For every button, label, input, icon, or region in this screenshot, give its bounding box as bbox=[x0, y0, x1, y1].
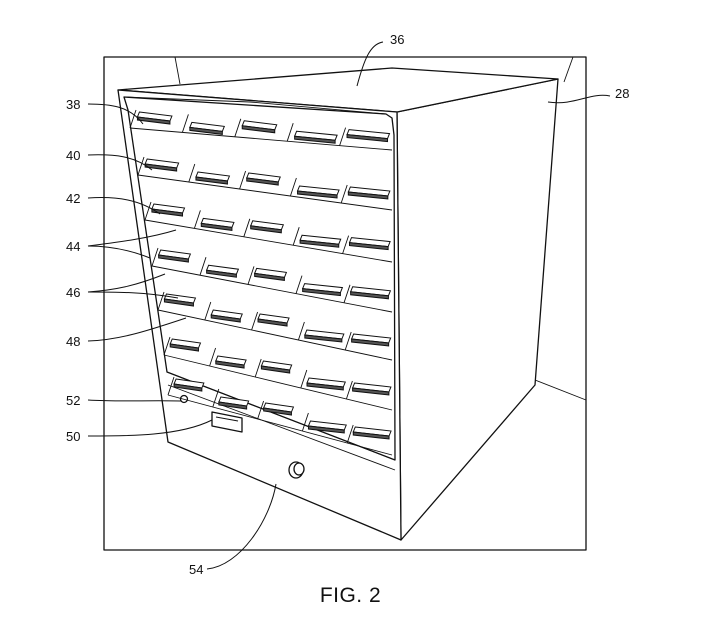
bin-divider bbox=[297, 321, 305, 341]
drawer-handle-front bbox=[206, 269, 237, 278]
shelf-edge bbox=[157, 309, 393, 361]
label-28: 28 bbox=[615, 86, 629, 101]
drawer-handle-front bbox=[200, 222, 233, 231]
shelf-edge bbox=[167, 394, 393, 456]
drawer-handle-front bbox=[210, 314, 241, 323]
shelf-edge bbox=[137, 174, 393, 211]
bin-divider bbox=[346, 424, 354, 444]
drawer-handle-front bbox=[215, 360, 245, 369]
drawer-handle-front bbox=[158, 254, 189, 263]
bin-divider bbox=[295, 275, 303, 294]
label-44: 44 bbox=[66, 239, 80, 254]
bin-divider bbox=[339, 127, 347, 146]
drawer-handle-front bbox=[347, 191, 389, 200]
bin-divider bbox=[247, 266, 255, 285]
bin-divider bbox=[344, 331, 352, 351]
bin-divider bbox=[292, 227, 300, 246]
drawer-handle-front bbox=[246, 177, 279, 186]
shelf-edge bbox=[129, 127, 393, 151]
bin-divider bbox=[212, 388, 220, 408]
drawer-handle-front bbox=[297, 190, 338, 199]
drawer-handle-front bbox=[346, 134, 389, 143]
indicator-light bbox=[179, 394, 189, 404]
drawer-handle-front bbox=[352, 387, 390, 396]
label-52: 52 bbox=[66, 393, 80, 408]
bin-divider bbox=[234, 118, 242, 137]
leader-lines bbox=[87, 41, 611, 570]
label-40: 40 bbox=[66, 148, 80, 163]
figure-caption: FIG. 2 bbox=[319, 584, 382, 607]
bin-divider bbox=[286, 123, 294, 142]
drawer-handle-front bbox=[195, 176, 228, 185]
drawer-handle-front bbox=[306, 382, 344, 391]
drawer-handle-front bbox=[136, 116, 171, 125]
drawer-handle-front bbox=[352, 431, 390, 440]
bin-divider bbox=[167, 376, 175, 396]
bin-divider bbox=[137, 156, 145, 176]
bin-divider bbox=[343, 284, 351, 303]
knob bbox=[288, 461, 305, 479]
label-48: 48 bbox=[66, 334, 80, 349]
drawer-handle-front bbox=[144, 163, 178, 172]
reference-labels: 36 28 38 40 42 44 46 48 52 50 54 bbox=[66, 32, 629, 577]
label-38: 38 bbox=[66, 97, 80, 112]
bin-divider bbox=[257, 400, 265, 420]
drawer-handle-front bbox=[169, 343, 199, 352]
drawer-handle-front bbox=[257, 318, 288, 327]
bin-divider bbox=[144, 201, 152, 221]
drawer-handle-front bbox=[250, 225, 282, 234]
shelf-rows bbox=[129, 109, 393, 456]
label-36: 36 bbox=[390, 32, 404, 47]
shelf-edge bbox=[163, 354, 393, 411]
bin-divider bbox=[163, 336, 171, 356]
drawer-handle-front bbox=[163, 298, 194, 307]
bin-divider bbox=[157, 291, 165, 311]
label-54: 54 bbox=[189, 562, 203, 577]
drawer-handle-front bbox=[218, 401, 248, 410]
bin-divider bbox=[239, 170, 247, 190]
bin-divider bbox=[129, 109, 137, 129]
shelf-edge bbox=[151, 265, 393, 313]
bin-divider bbox=[243, 218, 251, 237]
label-42: 42 bbox=[66, 191, 80, 206]
bin-divider bbox=[193, 210, 201, 229]
bin-divider bbox=[289, 177, 297, 197]
drawer-handle-front bbox=[189, 126, 223, 135]
drawer-handle-front bbox=[299, 239, 340, 248]
bin-divider bbox=[204, 301, 212, 321]
label-50: 50 bbox=[66, 429, 80, 444]
drawer-handle-front bbox=[173, 383, 203, 392]
drawer-handle-front bbox=[254, 272, 285, 281]
drawer-handle-front bbox=[260, 365, 291, 374]
drawer-handle-front bbox=[351, 338, 390, 347]
drawer-handle-front bbox=[302, 288, 341, 297]
bin-divider bbox=[342, 235, 350, 254]
bin-divider bbox=[188, 163, 196, 183]
drawer-handle-front bbox=[263, 407, 292, 416]
bin-divider bbox=[251, 311, 259, 331]
bin-divider bbox=[340, 184, 348, 204]
shelf-edge bbox=[144, 219, 393, 263]
bin-divider bbox=[301, 412, 309, 432]
drawer-handle-front bbox=[304, 334, 343, 343]
drawer-handle-front bbox=[294, 135, 336, 144]
drawer-handle-front bbox=[241, 125, 276, 134]
bin-divider bbox=[254, 358, 262, 378]
drawer-handle-front bbox=[350, 291, 389, 300]
bin-divider bbox=[199, 257, 207, 276]
bin-divider bbox=[181, 114, 189, 133]
background-frame bbox=[103, 56, 587, 551]
drawer-handle-front bbox=[348, 242, 389, 251]
drawer-handle-front bbox=[307, 425, 345, 434]
display-window bbox=[211, 411, 243, 433]
bin-divider bbox=[151, 247, 159, 267]
drawer-handle-front bbox=[151, 208, 184, 217]
bin-divider bbox=[209, 347, 217, 367]
bin-divider bbox=[345, 380, 353, 400]
base-controls bbox=[179, 394, 305, 479]
bin-divider bbox=[300, 369, 308, 389]
label-46: 46 bbox=[66, 285, 80, 300]
